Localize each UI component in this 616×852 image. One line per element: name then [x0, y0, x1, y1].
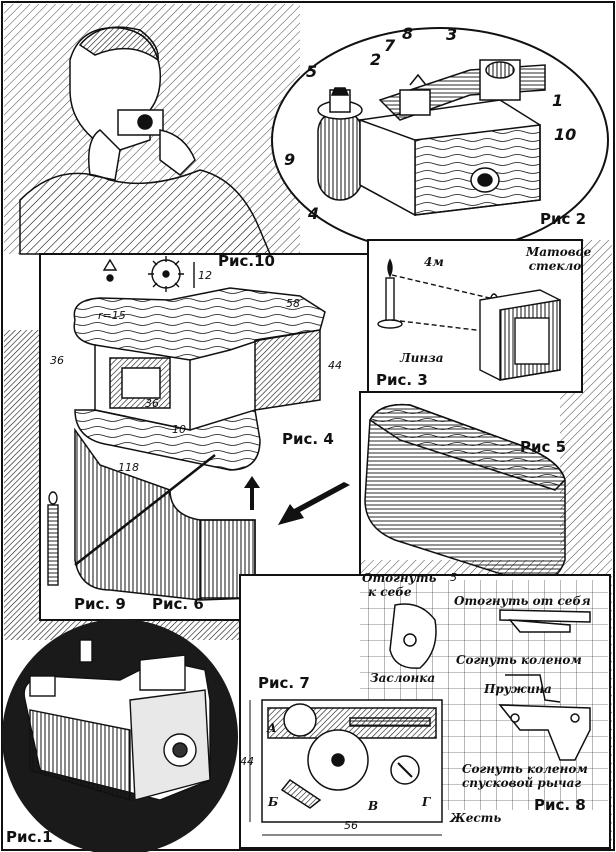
fig4-dim-inner-10: 10 [172, 423, 186, 436]
point-g-label: Г [422, 795, 431, 809]
tin-label: Жесть [450, 811, 502, 825]
part-label-1: 1 [552, 91, 564, 110]
fig10-dim: 12 [198, 269, 212, 282]
fig7-dim-width: 56 [344, 819, 358, 832]
fig7-caption: Рис. 7 [258, 674, 310, 692]
fig4-dim-radius: r=15 [98, 309, 126, 322]
fig5-body [364, 403, 566, 584]
fig3-optics-diagram [377, 258, 561, 381]
part-label-5: 5 [306, 62, 318, 81]
fig6-caption: Рис. 6 [152, 595, 204, 613]
spring-label: Пружина [484, 682, 552, 696]
fig8-dim-5: 5 [450, 571, 457, 584]
fig3-caption: Рис. 3 [376, 371, 428, 389]
distance-label: 4м [424, 255, 444, 269]
matte-glass-label-2: стекло [528, 259, 582, 273]
shutter-label: Заслонка [370, 671, 436, 685]
fig4-dim-inner-36: 36 [145, 397, 159, 410]
fig5-caption: Рис 5 [520, 438, 567, 456]
bend-knee-label: Согнуть коленом [456, 653, 582, 667]
fig9-caption: Рис. 9 [74, 595, 126, 613]
part-label-4: 4 [308, 204, 320, 223]
bend-to-self-label-1: Отогнуть [362, 571, 437, 585]
point-a-label: А [267, 721, 277, 735]
bend-knee-label-2: Согнуть коленом [462, 762, 588, 776]
fig4-dim-width: 58 [286, 297, 300, 310]
part-label-2: 2 [370, 50, 382, 69]
part-label-7: 7 [384, 36, 396, 55]
fig4-dim-height-left: 36 [50, 354, 64, 367]
bend-to-self-label-2: к себе [368, 585, 412, 599]
trigger-label: спусковой рычаг [462, 776, 582, 790]
part-label-9: 9 [284, 150, 296, 169]
fig7-dim-height: 44 [240, 755, 254, 768]
point-v-label: В [368, 799, 379, 813]
part-label-3: 3 [446, 25, 458, 44]
fig1-caption: Рис.1 [6, 828, 53, 846]
point-b-label: Б [268, 795, 279, 809]
part-label-8: 8 [402, 24, 414, 43]
fig7-shutter-mechanism [261, 699, 443, 823]
fig2-caption: Рис 2 [540, 210, 587, 228]
part-label-10: 10 [554, 125, 577, 144]
boy-illustration [19, 26, 272, 255]
fig8-parts [389, 603, 591, 761]
fig9-pin [47, 491, 59, 586]
fig2-camera-body [317, 59, 546, 217]
matte-glass-label-1: Матовое [526, 245, 592, 259]
fig8-caption: Рис. 8 [534, 796, 586, 814]
fig4-caption: Рис. 4 [282, 430, 334, 448]
lens-label: Линза [400, 351, 444, 365]
fig10-caption: Рис.10 [218, 252, 275, 270]
fig1-camera-photo [23, 639, 211, 801]
fig4-dim-length: 118 [118, 461, 139, 474]
bend-from-self-label: Отогнуть от себя [454, 594, 591, 608]
fig10-gear [102, 256, 195, 292]
fig4-dim-height-right: 44 [328, 359, 342, 372]
